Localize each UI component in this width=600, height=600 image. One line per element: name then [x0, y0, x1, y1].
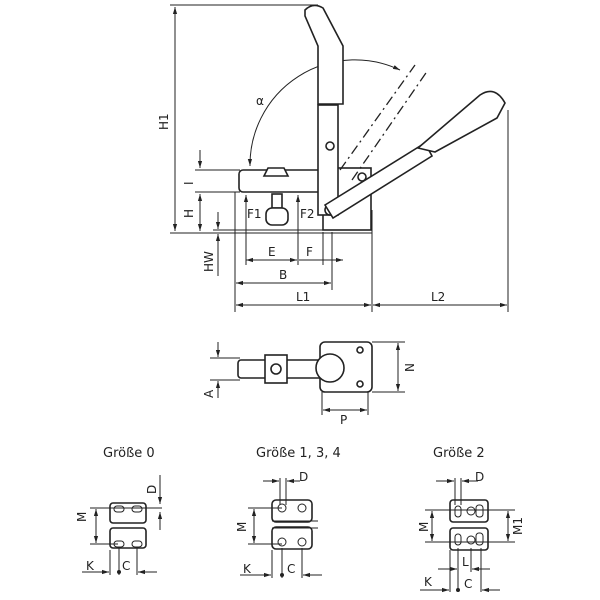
label-m: M — [417, 522, 431, 532]
label-k: K — [424, 575, 433, 589]
handle-grip-upright — [304, 4, 344, 105]
label-h1: H1 — [157, 113, 171, 130]
label-p: P — [340, 413, 347, 427]
label-f: F — [306, 245, 313, 259]
label-k: K — [243, 562, 252, 576]
label-m: M — [75, 512, 89, 522]
label-n: N — [403, 363, 417, 372]
label-e: E — [268, 245, 276, 259]
label-hw: HW — [202, 251, 216, 272]
label-f1: F1 — [247, 207, 262, 221]
label-k: K — [86, 559, 95, 573]
label-l2: L2 — [431, 290, 445, 304]
angle-arc-alpha — [247, 59, 401, 167]
plate-title: Größe 1, 3, 4 — [256, 446, 341, 461]
plate-title: Größe 2 — [433, 446, 485, 461]
label-d: D — [145, 485, 159, 494]
side-view: H1 α I H HW F1 F2 E F B L1 L2 — [157, 4, 509, 312]
label-i: I — [182, 181, 196, 185]
label-m1: M1 — [511, 517, 525, 535]
label-l1: L1 — [296, 290, 310, 304]
base-plate-size-0: Größe 0 M D K C — [75, 446, 163, 575]
label-d: D — [475, 470, 484, 484]
pressure-spindle-foot — [265, 207, 289, 226]
label-c: C — [122, 559, 130, 573]
label-m: M — [235, 522, 249, 532]
top-view: A N P — [202, 341, 417, 427]
plate-title: Größe 0 — [103, 446, 155, 461]
base-plate-size-2: Größe 2 M M1 D L K C — [417, 446, 525, 593]
base-plate-size-1-3-4: Größe 1, 3, 4 M D K C — [235, 446, 341, 578]
label-d: D — [299, 470, 308, 484]
label-b: B — [279, 268, 287, 282]
handle-grip-open — [416, 90, 506, 153]
label-alpha: α — [256, 94, 264, 108]
spindle-nut — [262, 167, 290, 177]
label-l: L — [462, 555, 469, 569]
label-c: C — [464, 577, 472, 591]
label-f2: F2 — [300, 207, 315, 221]
label-c: C — [287, 562, 295, 576]
label-a: A — [202, 389, 216, 398]
label-h: H — [182, 209, 196, 218]
